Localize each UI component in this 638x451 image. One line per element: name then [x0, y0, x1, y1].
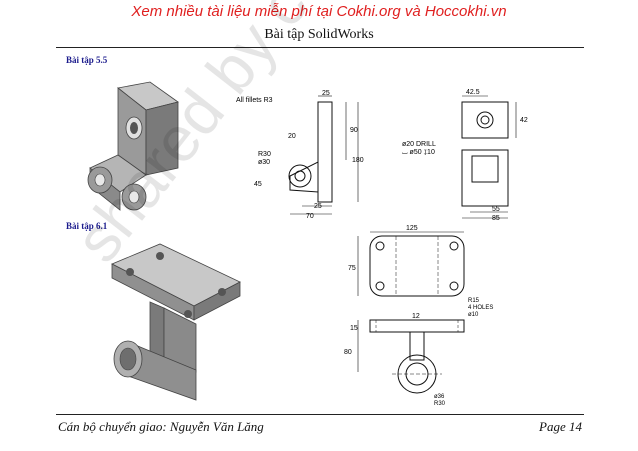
- isometric-part-5-5: [87, 81, 179, 211]
- page-title: Bài tập SolidWorks: [264, 27, 374, 42]
- svg-text:ø30: ø30: [258, 159, 270, 166]
- svg-text:25: 25: [314, 203, 322, 210]
- fillets-note: All fillets R3: [236, 97, 273, 104]
- svg-text:12: 12: [412, 313, 420, 320]
- svg-text:R30: R30: [258, 151, 271, 158]
- svg-text:90: 90: [350, 127, 358, 134]
- svg-text:R30: R30: [434, 401, 446, 407]
- svg-text:⌴ ø50 ↧10: ⌴ ø50 ↧10: [402, 149, 435, 156]
- footer-divider: [56, 414, 584, 415]
- svg-text:80: 80: [344, 349, 352, 356]
- svg-text:180: 180: [352, 157, 364, 164]
- footer-author: Cán bộ chuyển giao: Nguyễn Văn Lăng: [58, 419, 264, 434]
- exercise-label-5-5: Bài tập 5.5: [66, 55, 108, 65]
- svg-text:125: 125: [406, 225, 418, 232]
- isometric-part-6-1: [111, 243, 241, 401]
- svg-text:R15: R15: [468, 298, 480, 304]
- page-number: Page 14: [539, 419, 582, 434]
- svg-text:15: 15: [350, 325, 358, 332]
- svg-text:85: 85: [492, 215, 500, 222]
- svg-text:45: 45: [254, 181, 262, 188]
- source-banner: Xem nhiều tài liệu miễn phí tại Cokhi.or…: [131, 3, 507, 20]
- svg-text:ø10: ø10: [468, 312, 479, 318]
- svg-text:42.5: 42.5: [466, 89, 480, 96]
- svg-text:20: 20: [288, 133, 296, 140]
- header-divider: [56, 47, 584, 48]
- svg-text:70: 70: [306, 213, 314, 220]
- svg-text:55: 55: [492, 206, 500, 213]
- svg-text:4 HOLES: 4 HOLES: [468, 305, 493, 311]
- svg-text:ø20 DRILL: ø20 DRILL: [402, 141, 436, 148]
- svg-text:75: 75: [348, 265, 356, 272]
- svg-text:ø36: ø36: [434, 394, 445, 400]
- svg-text:42: 42: [520, 117, 528, 124]
- drawing-5-5: All fillets R3 25 20 90 R30 ø30 180 45 2…: [236, 89, 528, 222]
- drawing-6-1: 125 75 R15 4 HOLES ø10 12 15 80 ø36 R30: [344, 225, 493, 407]
- svg-text:25: 25: [322, 90, 330, 97]
- exercise-label-6-1: Bài tập 6.1: [66, 221, 108, 231]
